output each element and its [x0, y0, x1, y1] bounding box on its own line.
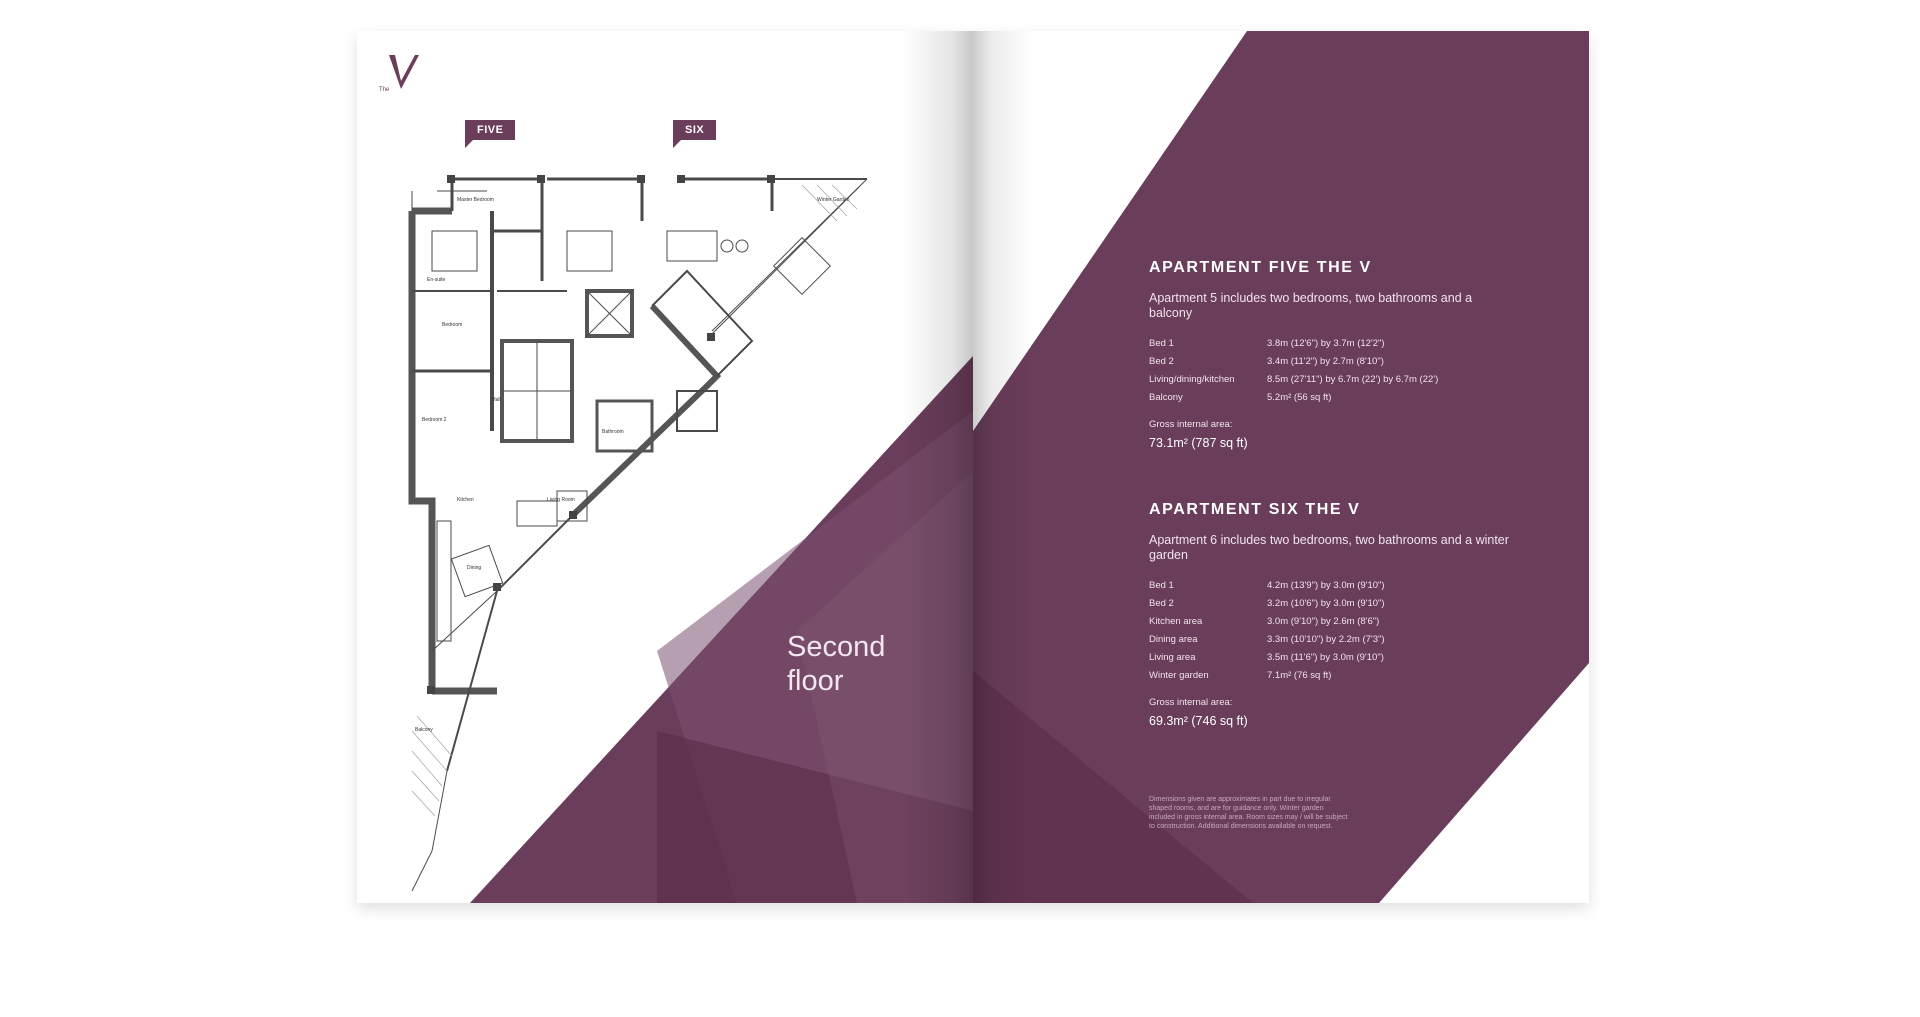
- floor-label: Second floor: [787, 630, 885, 698]
- floor-label-line2: floor: [787, 665, 844, 697]
- label-winter-garden: Winter Garden: [817, 197, 850, 203]
- apartment-five-gia-value: 73.1m² (787 sq ft): [1149, 436, 1248, 450]
- label-bedroom: Bedroom: [442, 322, 462, 328]
- label-living-room: Living Room: [547, 497, 575, 503]
- apartment-six-gia-label: Gross internal area:: [1149, 697, 1233, 708]
- apartment-five-tag: FIVE: [465, 120, 516, 148]
- label-master-bedroom: Master Bedroom: [457, 197, 494, 203]
- apartment-six-intro: Apartment 6 includes two bedrooms, two b…: [1149, 533, 1509, 562]
- the-v-logo: The: [379, 55, 427, 95]
- apartment-five-intro: Apartment 5 includes two bedrooms, two b…: [1149, 291, 1473, 320]
- apartment-six-tag: SIX: [673, 120, 717, 148]
- apartment-six-gia-value: 69.3m² (746 sq ft): [1149, 714, 1248, 728]
- dimensions-footnote: Dimensions given are approximates in par…: [1149, 796, 1348, 830]
- floor-plan: Master Bedroom En-suite Bedroom Bedroom …: [408, 175, 868, 891]
- label-hall: Hall: [492, 397, 501, 403]
- label-bedroom2: Bedroom 2: [422, 417, 447, 423]
- apartment-five-section: APARTMENT FIVE THE V Apartment 5 include…: [1149, 259, 1509, 450]
- apartment-five-gia-label: Gross internal area:: [1149, 419, 1233, 430]
- left-page-background: [470, 356, 973, 903]
- label-kitchen: Kitchen: [457, 497, 474, 503]
- left-page: The FIVE SIX: [357, 31, 973, 903]
- apartment-six-section: APARTMENT SIX THE V Apartment 6 includes…: [1149, 501, 1509, 728]
- label-balcony: Balcony: [415, 727, 433, 733]
- label-bathroom: Bathroom: [602, 429, 624, 435]
- right-page: APARTMENT FIVE THE V Apartment 5 include…: [973, 31, 1589, 903]
- apartment-five-title: APARTMENT FIVE THE V: [1149, 259, 1372, 276]
- brochure-spread: The FIVE SIX: [357, 31, 1589, 903]
- floor-label-line1: Second: [787, 631, 886, 663]
- label-ensuite: En-suite: [427, 277, 446, 283]
- right-page-background: [973, 31, 1589, 903]
- label-dining: Dining: [467, 565, 481, 571]
- logo-the-text: The: [379, 87, 390, 93]
- apartment-six-title: APARTMENT SIX THE V: [1149, 501, 1361, 518]
